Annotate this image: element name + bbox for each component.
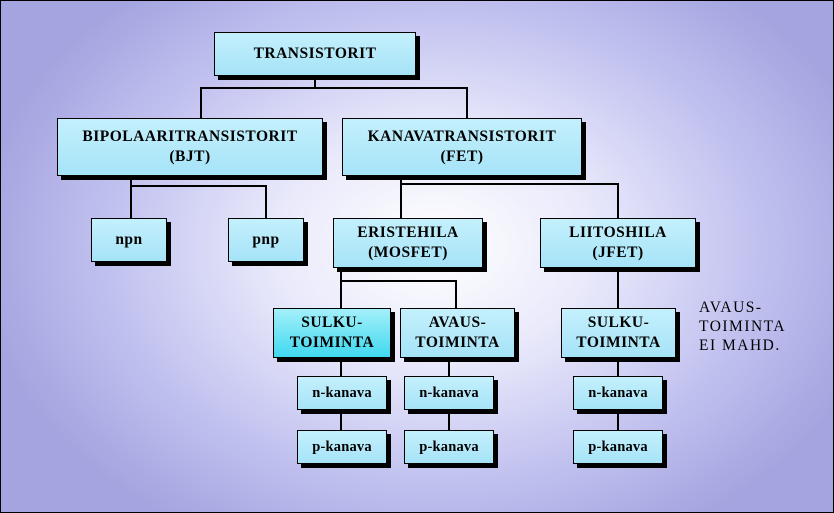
node-jfet: LIITOSHILA (JFET) [540,218,696,268]
node-label-line: TOIMINTA [415,334,500,351]
node-label-line: (MOSFET) [368,244,448,261]
node-mosfet: ERISTEHILA (MOSFET) [333,218,483,268]
node-label-line: p-kanava [312,438,372,455]
node-label-line: p-kanava [419,438,479,455]
node-label-line: TOIMINTA [576,334,661,351]
node-label-line: (JFET) [592,244,644,261]
node-label-line: SULKU- [301,313,363,331]
node-mosfet-sulku-n-kanava: n-kanava [297,376,387,410]
node-label-line: SULKU- [587,313,650,331]
node-fet: KANAVATRANSISTORIT (FET) [342,118,582,176]
node-label-line: npn [115,230,143,248]
node-mosfet-sulku-p-kanava: p-kanava [297,430,387,464]
node-jfet-sulku-n-kanava: n-kanava [573,376,663,410]
node-label-line: n-kanava [419,384,479,401]
node-mosfet-avaus-p-kanava: p-kanava [404,430,494,464]
node-label-line: TOIMINTA [289,334,375,351]
node-mosfet-avaus-n-kanava: n-kanava [404,376,494,410]
note-line: EI MAHD. [699,336,781,354]
node-label-line: KANAVATRANSISTORIT [367,127,557,145]
note-line: AVAUS- [699,299,763,316]
node-jfet-sulkutoiminta: SULKU- TOIMINTA [561,308,676,358]
note-avaustoiminta-ei-mahd: AVAUS- TOIMINTA EI MAHD. [699,299,786,356]
node-label-line: n-kanava [588,384,648,401]
node-label-line: pnp [252,230,280,248]
node-label-line: LIITOSHILA [569,223,667,241]
node-label-line: (FET) [440,148,484,165]
node-label-line: (BJT) [169,148,211,165]
node-label-line: n-kanava [312,384,372,401]
node-label-line: BIPOLAARITRANSISTORIT [82,127,298,145]
node-label-line: AVAUS- [428,313,487,331]
node-mosfet-sulkutoiminta: SULKU- TOIMINTA [273,308,391,358]
note-line: TOIMINTA [699,317,787,335]
node-pnp: pnp [228,218,304,262]
node-jfet-sulku-p-kanava: p-kanava [573,430,663,464]
node-npn: npn [91,218,167,262]
node-label-line: ERISTEHILA [357,223,459,241]
node-label-line: TRANSISTORIT [253,44,377,62]
node-bjt: BIPOLAARITRANSISTORIT (BJT) [57,118,323,176]
node-transistorit: TRANSISTORIT [214,32,416,76]
node-label-line: p-kanava [588,438,648,455]
node-mosfet-avaustoiminta: AVAUS- TOIMINTA [400,308,515,358]
